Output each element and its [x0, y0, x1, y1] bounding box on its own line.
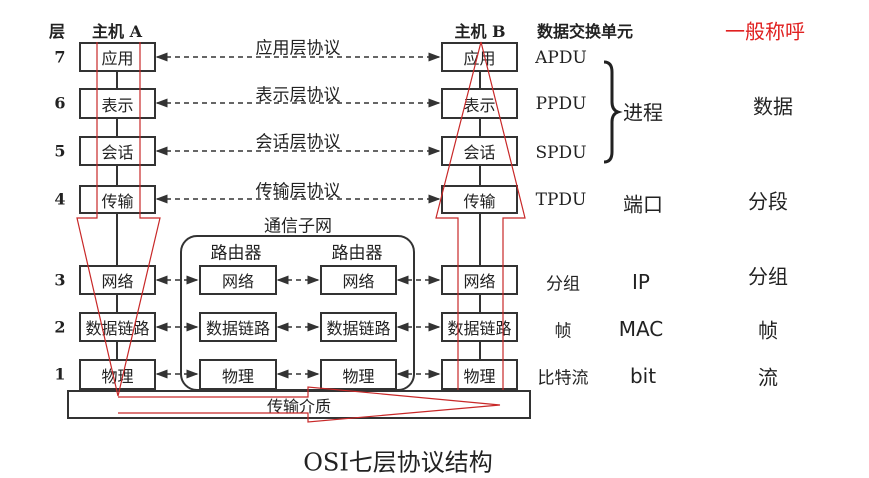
name-data: 数据	[753, 94, 793, 119]
name-segment: 分段	[748, 189, 788, 214]
protocol-label: 应用层协议	[255, 38, 341, 59]
router-label: 路由器	[210, 243, 262, 264]
pdu-bitstream: 比特流	[537, 368, 589, 389]
diagram-caption: OSI七层协议结构	[303, 448, 493, 477]
router1-network: 网络	[199, 265, 277, 295]
addr-mac: MAC	[618, 317, 664, 341]
pdu-header: 数据交换单元	[536, 22, 634, 41]
layer-number: 2	[54, 317, 66, 337]
router2-physical: 物理	[320, 359, 397, 390]
host-b-header: 主机 B	[454, 22, 506, 41]
router1-physical: 物理	[199, 359, 277, 390]
addr-bit: bit	[629, 364, 657, 388]
host-b-presentation: 表示	[441, 88, 518, 119]
name-packet: 分组	[748, 264, 788, 289]
layer-number: 5	[54, 141, 66, 161]
pdu-ppdu: PPDU	[535, 94, 587, 114]
layer-number: 6	[54, 93, 66, 113]
layer-number: 3	[54, 270, 66, 290]
pdu-tpdu: TPDU	[535, 190, 587, 210]
host-a-transport: 传输	[79, 185, 156, 214]
protocol-label: 传输层协议	[255, 181, 341, 202]
name-frame: 帧	[758, 318, 778, 343]
host-b-physical: 物理	[441, 359, 518, 390]
router-label: 路由器	[331, 243, 383, 264]
protocol-label: 会话层协议	[255, 132, 341, 153]
pdu-apdu: APDU	[535, 48, 587, 68]
host-a-header: 主机 A	[92, 22, 142, 41]
host-a-physical: 物理	[79, 359, 156, 390]
addr-ip: IP	[632, 270, 650, 294]
layer-number: 7	[54, 47, 66, 67]
name-stream: 流	[758, 365, 778, 390]
common-name-header: 一般称呼	[725, 19, 805, 44]
layer-number: 4	[54, 189, 66, 209]
host-a-presentation: 表示	[79, 88, 156, 119]
subnet-title: 通信子网	[264, 216, 332, 237]
layer-number: 1	[54, 364, 66, 384]
router1-datalink: 数据链路	[199, 312, 277, 342]
pdu-frame: 帧	[554, 321, 572, 342]
layer-header: 层	[48, 22, 66, 41]
addr-port: 端口	[623, 192, 663, 217]
host-b-datalink: 数据链路	[441, 312, 518, 342]
host-b-transport: 传输	[441, 185, 518, 214]
host-a-session: 会话	[79, 136, 156, 166]
addr-process: 进程	[623, 100, 663, 125]
router2-datalink: 数据链路	[320, 312, 397, 342]
protocol-label: 表示层协议	[255, 85, 341, 106]
router2-network: 网络	[320, 265, 397, 295]
pdu-packet: 分组	[546, 274, 580, 295]
host-a-application: 应用	[79, 42, 156, 72]
pdu-spdu: SPDU	[535, 143, 587, 163]
host-b-network: 网络	[441, 265, 518, 295]
transmission-medium: 传输介质	[67, 390, 531, 419]
